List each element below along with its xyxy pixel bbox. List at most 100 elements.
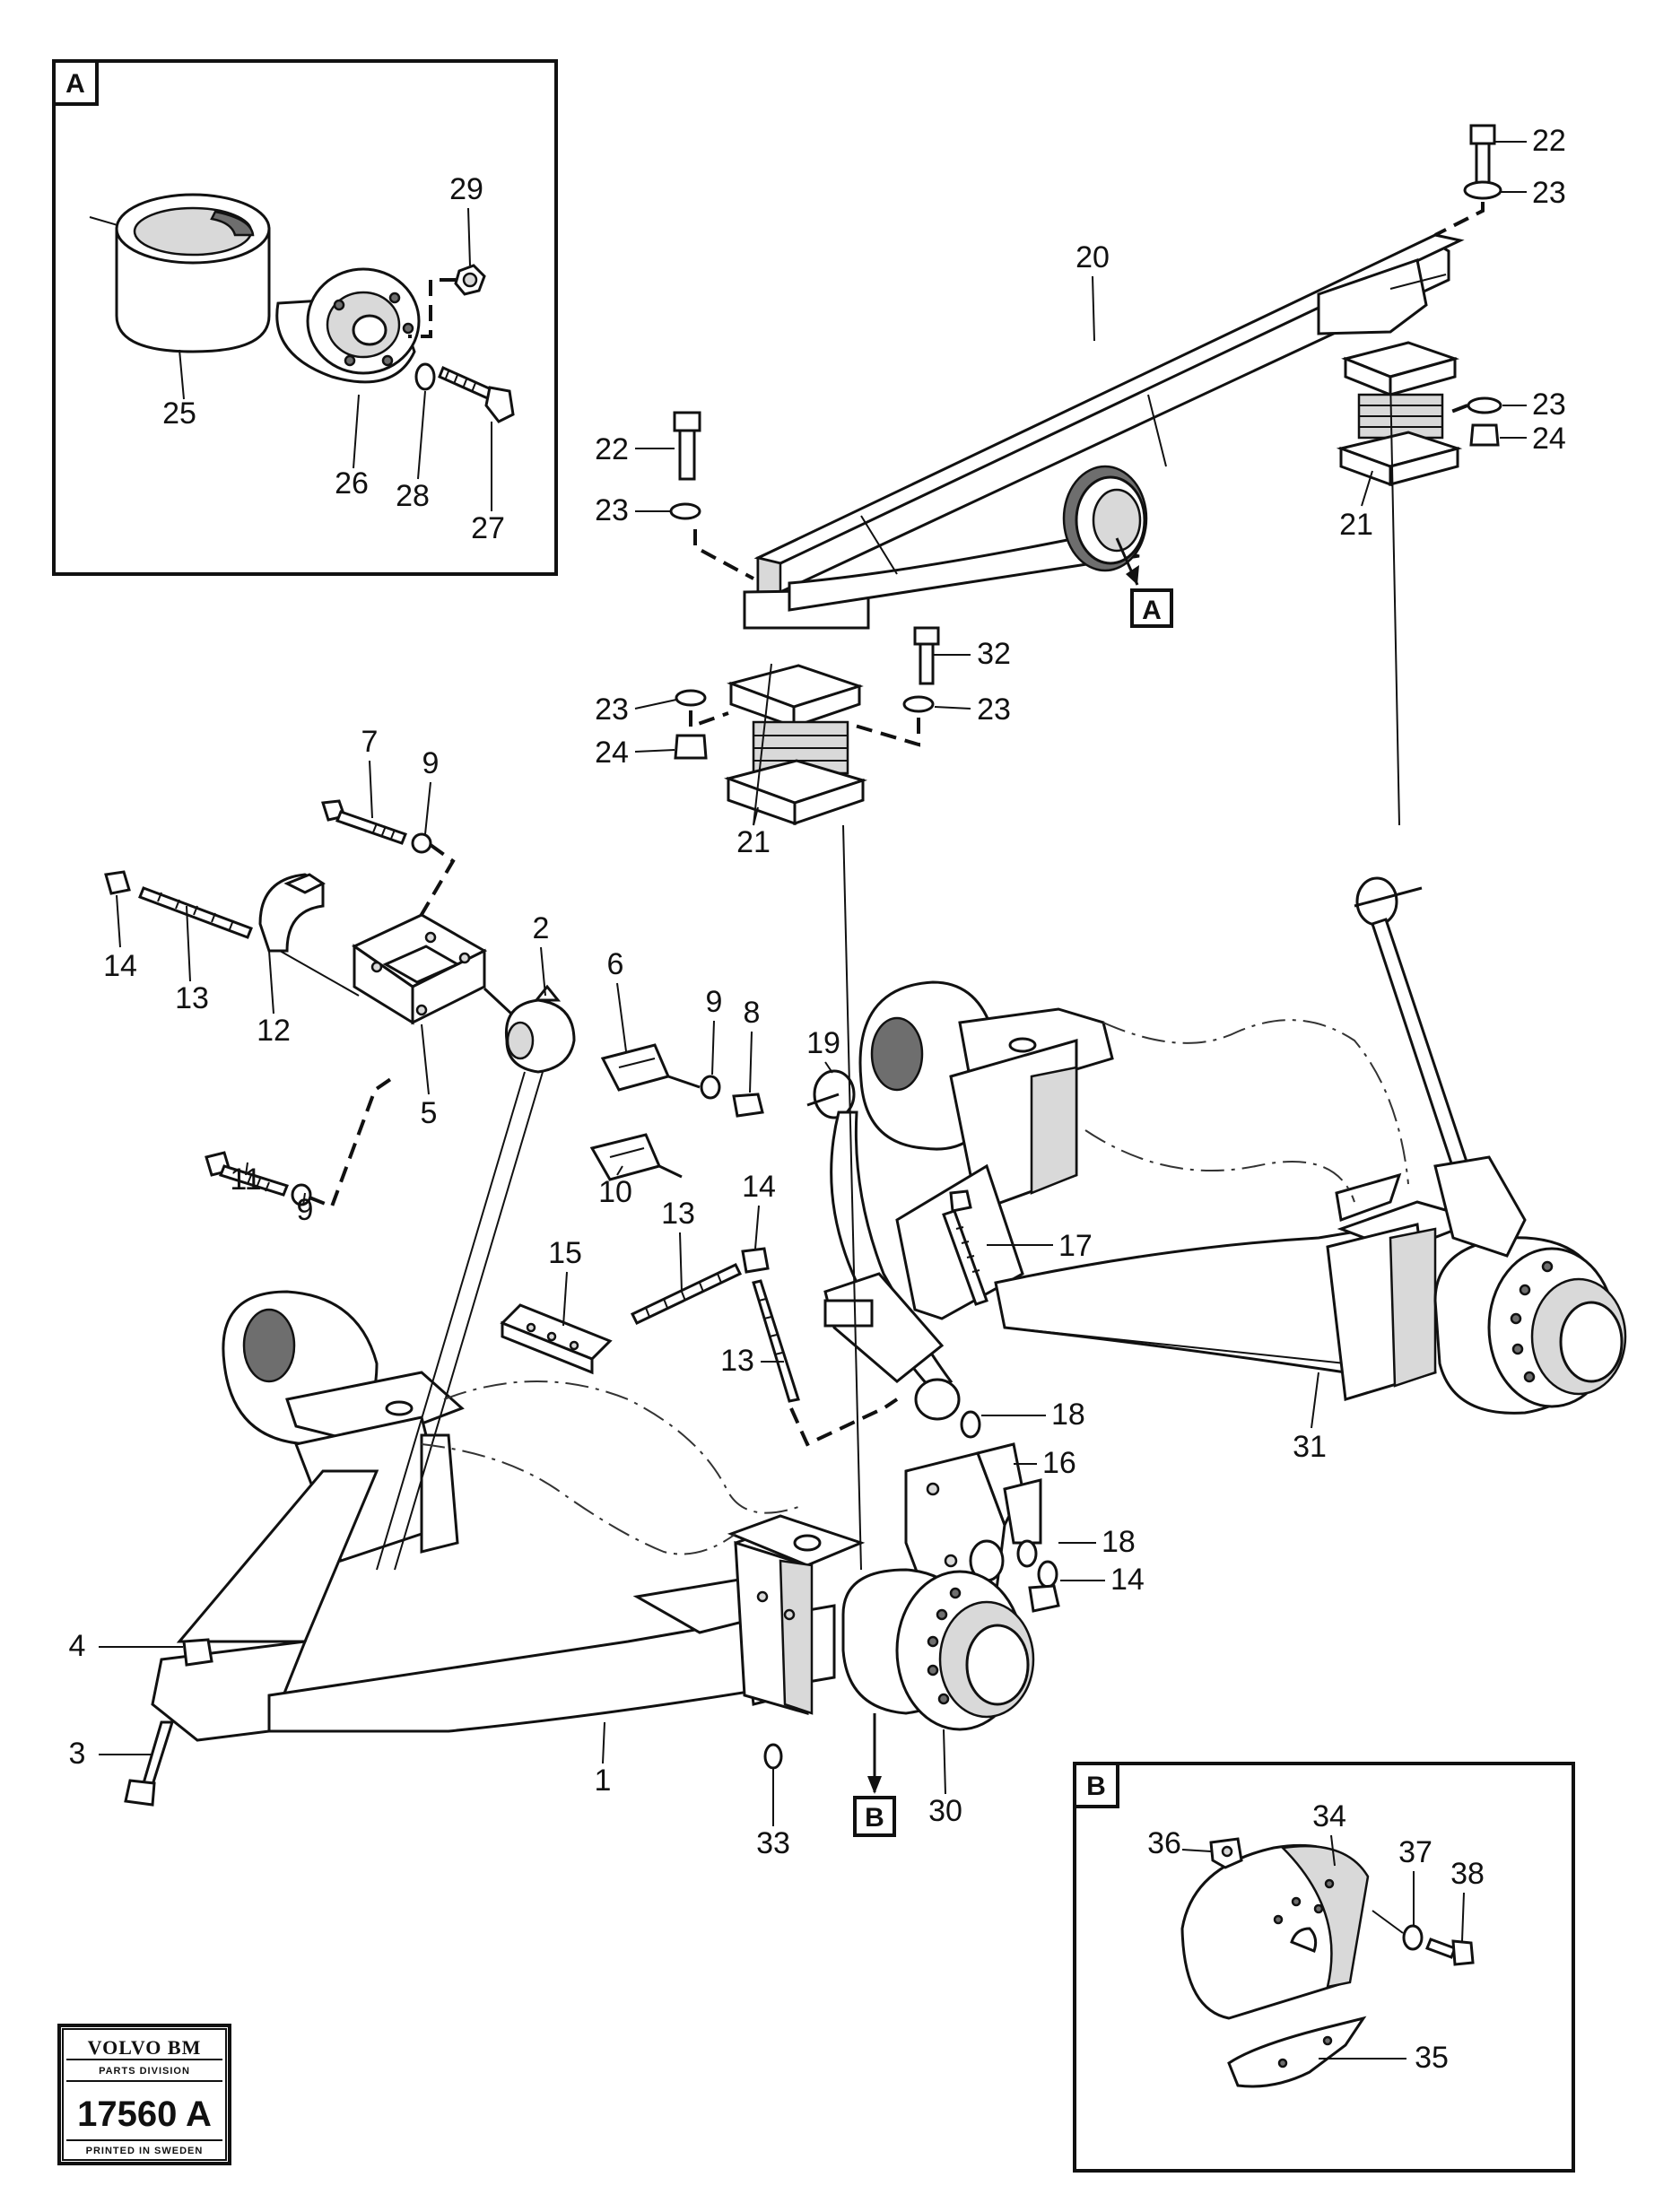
- label-33: 33: [756, 1826, 790, 1860]
- bolt-38: [1425, 1938, 1475, 1966]
- label-18-bottom: 18: [1102, 1525, 1136, 1559]
- washer-28: [414, 362, 436, 391]
- label-28: 28: [396, 479, 430, 513]
- label-15: 15: [548, 1236, 582, 1270]
- hub-26: [275, 267, 421, 384]
- label-23-left2: 23: [595, 692, 629, 727]
- outline-front-2: [421, 1443, 736, 1555]
- logo-drawing-number: 17560 A: [77, 2094, 212, 2134]
- label-36: 36: [1147, 1826, 1181, 1860]
- label-14-bottom: 14: [1110, 1563, 1145, 1597]
- label-1: 1: [595, 1764, 612, 1798]
- label-4: 4: [69, 1629, 86, 1663]
- rear-axle-31: [858, 980, 1627, 1415]
- volvo-bm-logo: VOLVO BM PARTS DIVISION 17560 A PRINTED …: [57, 2024, 231, 2165]
- plate-35: [1227, 2016, 1367, 2088]
- label-32: 32: [977, 637, 1011, 671]
- label-24-right: 24: [1532, 422, 1566, 456]
- label-35: 35: [1415, 2041, 1449, 2075]
- label-13-lower: 13: [720, 1344, 754, 1378]
- logo-printed: PRINTED IN SWEDEN: [86, 2146, 204, 2156]
- rubber-mount-21-right: [1336, 341, 1463, 487]
- label-21-left: 21: [736, 825, 771, 859]
- rubber-mount-21-left: [723, 664, 868, 826]
- callout-a-letter: A: [1142, 596, 1162, 625]
- screw-29: [408, 264, 486, 338]
- part-labels: 22 23 20 23 24 21 22 23 32 23 23 24 21 7…: [69, 124, 1566, 1860]
- inset-b-frame: [1073, 1762, 1575, 2173]
- label-17: 17: [1058, 1229, 1093, 1263]
- label-9-bottom: 9: [297, 1193, 314, 1227]
- label-23-center: 23: [977, 692, 1011, 727]
- label-13-left: 13: [175, 981, 209, 1015]
- label-9-top: 9: [422, 746, 440, 780]
- label-14-center: 14: [742, 1170, 776, 1204]
- label-18-top: 18: [1051, 1398, 1085, 1432]
- label-7: 7: [361, 725, 379, 759]
- label-2: 2: [533, 911, 550, 945]
- label-38: 38: [1450, 1857, 1485, 1891]
- label-29: 29: [449, 172, 483, 206]
- label-20: 20: [1075, 240, 1110, 274]
- label-6: 6: [607, 947, 624, 981]
- label-11: 11: [230, 1163, 261, 1197]
- label-19: 19: [806, 1026, 840, 1060]
- bushing-25: [89, 193, 271, 353]
- guide-center: [842, 824, 862, 1571]
- outline-rear-2: [1084, 1129, 1355, 1203]
- inset-a-tag: [52, 59, 99, 106]
- guide-right: [1389, 376, 1400, 826]
- plate-15: [500, 1303, 613, 1375]
- label-24-left: 24: [595, 736, 629, 770]
- bolt-22-shank: [1475, 142, 1491, 185]
- label-22-left: 22: [595, 432, 629, 466]
- bracket-36: [1209, 1837, 1243, 1869]
- label-23-right: 23: [1532, 388, 1566, 422]
- bolt-27: [438, 365, 515, 423]
- clamp-assembly: [104, 799, 764, 1571]
- inset-b-letter: B: [1086, 1772, 1106, 1801]
- label-13-center: 13: [661, 1197, 695, 1231]
- cross-beam-20: [743, 233, 1465, 630]
- pivot-ring: [1062, 465, 1148, 572]
- inset-a-frame: [52, 59, 558, 576]
- label-23-left: 23: [595, 493, 629, 527]
- label-16: 16: [1042, 1446, 1076, 1480]
- logo-brand: VOLVO BM: [88, 2036, 202, 2059]
- bolt-22-head: [1469, 124, 1496, 145]
- washer-33: [763, 1743, 783, 1770]
- label-27: 27: [471, 511, 505, 545]
- washer-37: [1372, 1910, 1424, 1951]
- label-14-left: 14: [103, 949, 137, 983]
- label-26: 26: [335, 466, 369, 501]
- callout-b: B: [853, 1713, 896, 1837]
- bolt-3: [124, 1720, 175, 1807]
- inset-b: B 36 34 37: [1073, 1762, 1575, 2173]
- a-frame-1: [151, 1290, 1035, 1742]
- label-34: 34: [1312, 1799, 1346, 1833]
- outline-rear: [1102, 1019, 1409, 1185]
- inset-a: A: [52, 59, 558, 576]
- logo-division: PARTS DIVISION: [99, 2066, 190, 2077]
- label-37: 37: [1398, 1835, 1433, 1869]
- label-12: 12: [257, 1014, 291, 1048]
- hardware-top-right: [1434, 124, 1502, 447]
- shield-34: [1180, 1843, 1370, 2020]
- stud-13-center: [630, 1263, 743, 1325]
- label-3: 3: [69, 1737, 86, 1771]
- washer-23-right: [1467, 396, 1502, 414]
- torque-rod-right: [1354, 876, 1527, 1258]
- label-30: 30: [928, 1794, 962, 1828]
- nut-14-center: [741, 1247, 770, 1274]
- callout-b-letter: B: [865, 1803, 884, 1833]
- label-10: 10: [598, 1175, 632, 1209]
- inset-b-tag: [1073, 1762, 1119, 1808]
- label-22-top: 22: [1532, 124, 1566, 158]
- label-31: 31: [1293, 1430, 1327, 1464]
- label-21-right: 21: [1339, 508, 1373, 542]
- hardware-top-left: [669, 411, 940, 760]
- guide-left: [753, 663, 772, 826]
- inset-a-letter: A: [65, 69, 85, 99]
- label-23-top: 23: [1532, 176, 1566, 210]
